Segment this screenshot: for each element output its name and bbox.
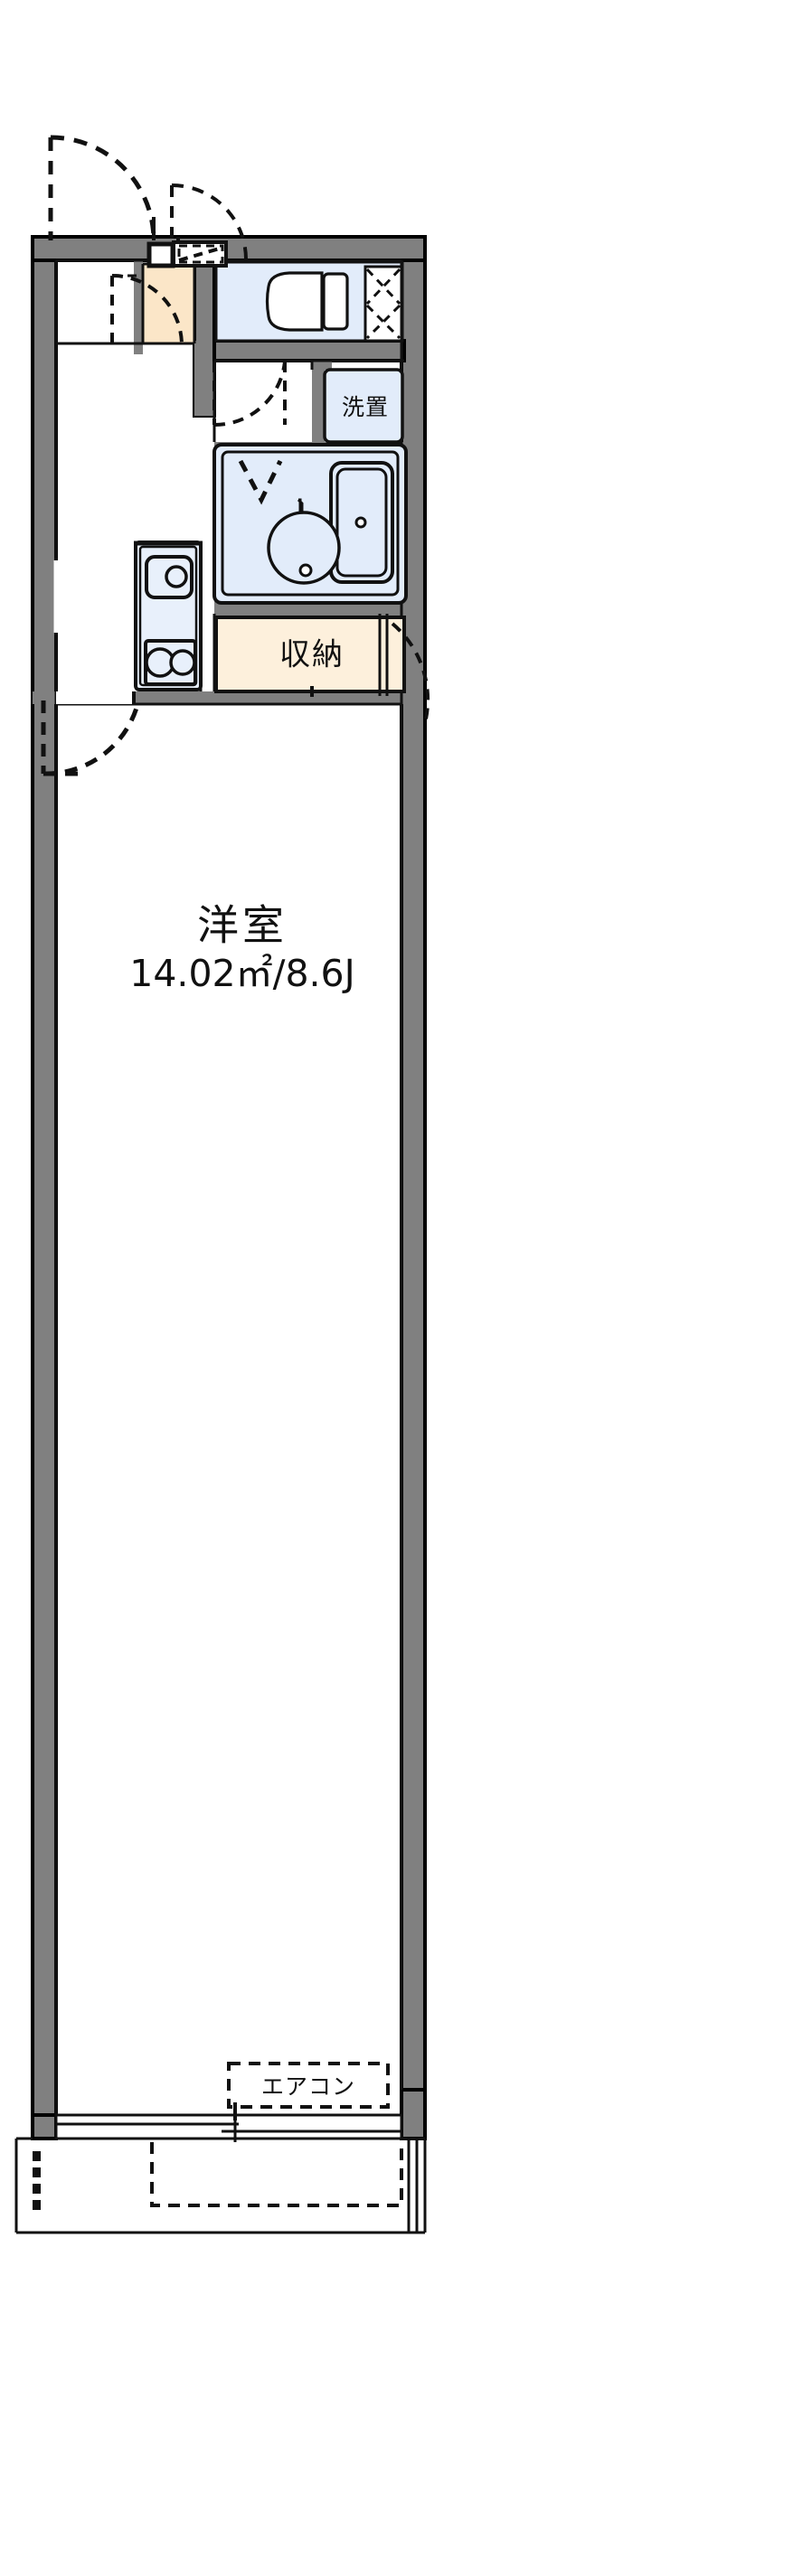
balcony-rail-path bbox=[150, 2142, 403, 2207]
laundry-space-outline bbox=[323, 368, 404, 444]
tick-4 bbox=[33, 2200, 41, 2210]
corridor-outlines bbox=[212, 359, 404, 442]
closet-outline bbox=[214, 616, 406, 693]
toilet-window bbox=[364, 265, 403, 343]
closet-open-arc-path bbox=[391, 622, 430, 724]
shoe-box-fixture bbox=[146, 241, 175, 268]
corridor-door-arc bbox=[111, 274, 184, 346]
entry-upper-cabinet-arrow bbox=[178, 246, 223, 262]
wall-exterior-bottom-left bbox=[31, 2113, 58, 2140]
closet: 収納 bbox=[214, 616, 406, 697]
balcony bbox=[14, 2137, 427, 2234]
entry-upper-cabinet-dashed bbox=[177, 244, 224, 264]
air-conditioner-marker: エアコン bbox=[227, 2062, 390, 2109]
bath-washbasin-fixture bbox=[267, 498, 341, 585]
bathtub-drain bbox=[354, 516, 367, 529]
kitchen-sink-fixture bbox=[145, 555, 194, 599]
balcony-window-frame bbox=[54, 2113, 403, 2140]
tick-2 bbox=[33, 2167, 41, 2177]
bathtub-fixture bbox=[329, 461, 394, 584]
main-room-label: 洋室 bbox=[197, 901, 288, 950]
closet-label: 収納 bbox=[279, 637, 345, 673]
hall-door-arc bbox=[213, 361, 287, 428]
wall-interior-entry-right-lower bbox=[194, 341, 214, 416]
toilet-room bbox=[146, 183, 404, 343]
aircon-label: エアコン bbox=[261, 2073, 355, 2100]
stove-two-burner-fixture bbox=[144, 639, 197, 686]
tick-1 bbox=[33, 2151, 41, 2161]
kitchen-sink-drain bbox=[165, 565, 188, 588]
balcony-outline bbox=[14, 2137, 427, 2234]
balcony-drain-ticks bbox=[33, 2151, 41, 2210]
entry-upper-cabinet bbox=[172, 240, 228, 268]
wall-exterior-bottom-right bbox=[400, 2088, 427, 2140]
unit-bath bbox=[212, 443, 408, 605]
toilet-fixture bbox=[265, 271, 349, 332]
wall-toilet-bottom bbox=[212, 339, 406, 362]
room-door-swing bbox=[41, 700, 141, 776]
toilet-window-frame bbox=[364, 265, 403, 343]
wall-exterior-top bbox=[31, 235, 427, 262]
toilet-seat-seam bbox=[322, 287, 324, 316]
closet-open-arc bbox=[391, 622, 430, 724]
balcony-rail bbox=[150, 2142, 403, 2207]
basin-bowl bbox=[267, 511, 341, 585]
main-room: 洋室 14.02㎡/8.6J bbox=[56, 702, 401, 2117]
misc-detail-lines bbox=[199, 542, 389, 696]
room-door-arc bbox=[42, 700, 141, 776]
laundry-label: 洗置 bbox=[342, 394, 389, 420]
aircon-box bbox=[227, 2062, 390, 2109]
bath-door-fold bbox=[238, 459, 283, 505]
room-door-opening bbox=[56, 691, 134, 704]
kitchen bbox=[134, 541, 203, 691]
entrance-door-swing bbox=[48, 135, 156, 241]
bath-folding-door bbox=[238, 459, 283, 505]
wall-entry-hall-divider bbox=[134, 260, 143, 354]
main-room-area-label: 14.02㎡/8.6J bbox=[129, 952, 354, 995]
entrance-door-arc bbox=[50, 135, 156, 241]
toilet-bowl bbox=[265, 271, 324, 332]
wall-exterior-left bbox=[31, 235, 58, 2140]
laundry-space: 洗置 bbox=[323, 368, 404, 444]
tick-3 bbox=[33, 2184, 41, 2194]
balcony-sliding-window bbox=[54, 2107, 403, 2142]
corridor-door-swing bbox=[110, 274, 184, 346]
basin-drain bbox=[298, 563, 313, 578]
balcony-right-rails bbox=[407, 2139, 419, 2233]
stove-burner-right bbox=[169, 649, 196, 676]
toilet-tank bbox=[322, 272, 349, 331]
hall-door-swing bbox=[212, 361, 287, 428]
